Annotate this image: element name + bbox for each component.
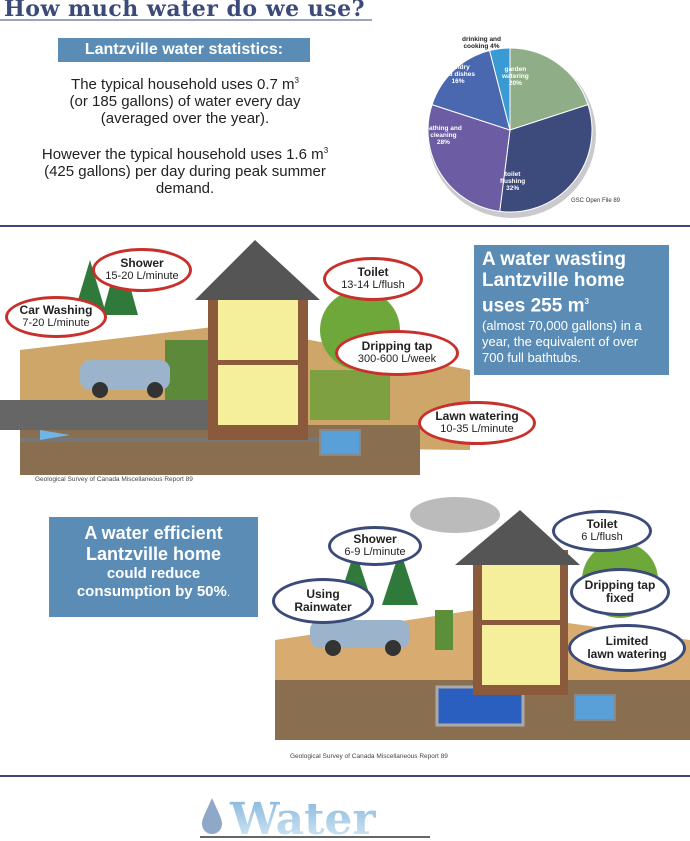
stats-text: demand. bbox=[155, 180, 215, 197]
summary-line: could reduce bbox=[106, 565, 201, 582]
superscript: 3 bbox=[294, 76, 299, 85]
pie-source: GSC Open File 89 bbox=[571, 198, 621, 204]
stats-text: The typical household uses 0.7 m bbox=[71, 76, 295, 93]
credit-efficient: Geological Survey of Canada Miscellaneou… bbox=[290, 753, 448, 760]
water-logo: Water bbox=[200, 794, 430, 838]
stats-text: However the typical household uses 1.6 m bbox=[41, 146, 324, 163]
water-efficient-summary: A water efficient Lantzville home could … bbox=[49, 517, 258, 617]
pie-slice-drinking-and-cooking bbox=[488, 47, 511, 131]
page-title: How much water do we use? bbox=[4, 0, 366, 22]
pie-slice-garden-watering bbox=[509, 47, 589, 131]
pie-slice-toilet-flushing bbox=[499, 104, 593, 213]
summary-line: Lantzville home bbox=[85, 544, 222, 564]
summary-line: A water efficient bbox=[84, 523, 223, 543]
period: . bbox=[226, 585, 231, 599]
section-divider bbox=[0, 775, 690, 777]
stats-paragraph-daily: The typical household uses 0.7 m3 (or 18… bbox=[40, 72, 330, 127]
water-drop-icon bbox=[202, 798, 222, 834]
water-efficient-house-illustration bbox=[275, 497, 690, 740]
summary-line: A water wasting bbox=[482, 249, 626, 270]
superscript: 3 bbox=[323, 146, 329, 155]
superscript: 3 bbox=[584, 297, 589, 306]
summary-line: consumption by 50% bbox=[76, 583, 227, 600]
summary-detail: (almost 70,000 gallons) in a year, the e… bbox=[482, 318, 642, 366]
stats-paragraph-peak: However the typical household uses 1.6 m… bbox=[15, 142, 355, 197]
section-divider bbox=[0, 225, 690, 227]
stats-text: (or 185 gallons) of water every day bbox=[69, 93, 301, 110]
summary-line: uses 255 m bbox=[482, 295, 585, 317]
water-wasting-summary: A water wasting Lantzville home uses 255… bbox=[474, 245, 669, 375]
credit-wasting: Geological Survey of Canada Miscellaneou… bbox=[35, 476, 193, 483]
water-use-pie-chart bbox=[427, 47, 596, 218]
stats-heading: Lantzville water statistics: bbox=[58, 38, 310, 62]
svg-text:Water: Water bbox=[229, 794, 376, 838]
stats-text: (425 gallons) per day during peak summer bbox=[44, 163, 326, 180]
pie-slice-laundry-and-dishes bbox=[431, 49, 511, 131]
stats-text: (averaged over the year). bbox=[100, 110, 270, 127]
summary-line: Lantzville home bbox=[482, 270, 625, 291]
title-underline bbox=[0, 19, 372, 21]
pie-slice-bathing-and-cleaning bbox=[427, 104, 511, 212]
